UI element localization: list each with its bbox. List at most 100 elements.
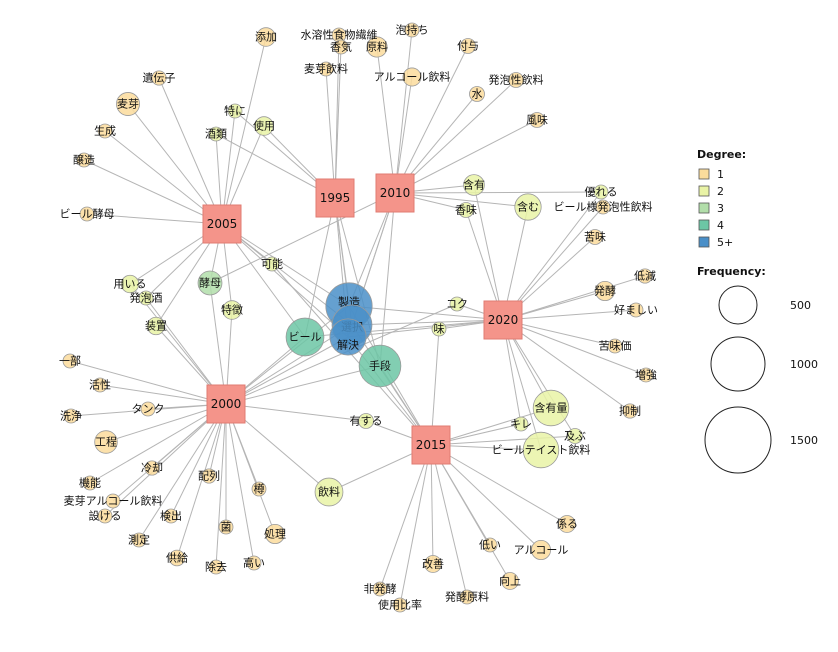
word-node-moukeru[interactable]: 設ける <box>89 509 122 524</box>
year-node-2000[interactable]: 2000 <box>206 384 246 424</box>
word-node-kyoukyuu[interactable]: 供給 <box>166 549 188 567</box>
year-node-2010[interactable]: 2010 <box>375 173 415 213</box>
word-node-mizu[interactable]: 水 <box>469 86 485 102</box>
word-node-hihakkou[interactable]: 非発酵 <box>364 582 397 597</box>
word-node-kakaru[interactable]: 係る <box>556 515 578 533</box>
year-node-2005[interactable]: 2005 <box>202 204 242 244</box>
word-node-mochiiru[interactable]: 用いる <box>114 274 147 294</box>
word-node-alcoholinryou[interactable]: アルコール飲料 <box>374 67 451 87</box>
word-node-tokuni[interactable]: 特に <box>224 104 246 119</box>
word-label: 付与 <box>457 40 479 53</box>
word-node-tokuchou[interactable]: 特徴 <box>221 300 243 320</box>
word-node-suteki[interactable]: 優れる <box>585 184 618 200</box>
word-node-koumi[interactable]: 香味 <box>455 202 477 218</box>
word-node-kanou[interactable]: 可能 <box>261 257 283 272</box>
year-node-2015[interactable]: 2015 <box>411 425 451 465</box>
word-node-koku[interactable]: コク <box>446 296 468 312</box>
word-node-aji[interactable]: 味 <box>431 321 447 337</box>
word-node-ganyuuryou[interactable]: 含有量 <box>532 389 570 427</box>
word-circle <box>256 27 276 47</box>
edge-jouzou-2005 <box>83 159 223 225</box>
word-node-bakugainryou[interactable]: 麦芽飲料 <box>304 62 348 77</box>
word-node-tenka[interactable]: 添加 <box>255 27 277 47</box>
word-node-kire[interactable]: キレ <box>510 416 532 432</box>
word-node-hashu[interactable]: 発泡酒 <box>130 291 163 306</box>
word-node-beertaste[interactable]: ビールテイスト飲料 <box>492 431 591 469</box>
edge-beerkoubo-2005 <box>86 213 223 225</box>
word-node-takai[interactable]: 高い <box>243 556 265 571</box>
year-label: 2015 <box>416 438 447 452</box>
word-node-sakerui[interactable]: 酒類 <box>205 126 227 142</box>
word-circle <box>459 589 475 605</box>
word-node-shori[interactable]: 処理 <box>264 524 286 545</box>
word-circle <box>246 555 262 571</box>
word-node-kin[interactable]: 菌 <box>218 519 234 535</box>
word-node-kaiketsu[interactable]: 解決 <box>329 318 367 356</box>
word-node-shiyouhiritsu[interactable]: 使用比率 <box>378 598 422 613</box>
word-node-alcohol[interactable]: アルコール <box>514 540 569 561</box>
word-node-kaori[interactable]: 香気 <box>330 40 352 55</box>
word-node-bakugaalc[interactable]: 麦芽アルコール飲料 <box>64 494 163 509</box>
word-node-jouzou[interactable]: 醸造 <box>73 153 95 168</box>
word-node-hakkou[interactable]: 発酵 <box>594 280 616 301</box>
word-node-ganyuu[interactable]: 含有 <box>463 174 485 196</box>
word-label: 検出 <box>160 509 182 523</box>
word-node-fuyo[interactable]: 付与 <box>457 38 479 54</box>
word-node-beerkoubo[interactable]: ビール酵母 <box>60 206 115 222</box>
word-node-sokutei[interactable]: 測定 <box>128 533 150 548</box>
word-node-bakuga[interactable]: 麦芽 <box>116 92 140 116</box>
word-node-awamochi[interactable]: 泡持ち <box>396 23 429 38</box>
word-circle <box>264 256 280 272</box>
word-node-reikyaku[interactable]: 冷却 <box>141 460 163 476</box>
word-node-kassei[interactable]: 活性 <box>89 378 111 393</box>
word-node-zoukyou[interactable]: 増強 <box>635 367 657 383</box>
word-node-shiyou[interactable]: 使用 <box>253 116 275 136</box>
word-label: キレ <box>510 418 532 431</box>
word-node-beeryou[interactable]: ビール様発泡性飲料 <box>554 200 653 215</box>
word-node-teigen[interactable]: 低減 <box>634 268 656 284</box>
word-node-oyobu[interactable]: 及ぶ <box>564 428 586 444</box>
word-node-senjou[interactable]: 洗浄 <box>60 409 82 424</box>
word-node-inryou[interactable]: 飲料 <box>314 477 344 507</box>
word-label: 遺伝子 <box>143 71 176 85</box>
word-node-koujou[interactable]: 向上 <box>499 572 521 590</box>
word-node-shudan[interactable]: 手段 <box>358 344 402 388</box>
word-node-nigami[interactable]: 苦味 <box>584 229 606 245</box>
word-node-yokusei[interactable]: 抑制 <box>619 403 641 419</box>
word-node-taru[interactable]: 樽 <box>251 482 267 497</box>
word-node-jokyo[interactable]: 除去 <box>205 560 227 575</box>
word-node-genryou[interactable]: 原料 <box>366 36 388 58</box>
word-node-fuumi[interactable]: 風味 <box>526 112 548 128</box>
word-node-seisei[interactable]: 生成 <box>94 124 116 139</box>
word-node-ichibu[interactable]: 一部 <box>59 354 81 369</box>
word-node-fukumu[interactable]: 含む <box>514 193 542 221</box>
word-node-kaizen[interactable]: 改善 <box>422 555 444 573</box>
word-node-hikui[interactable]: 低い <box>479 537 501 553</box>
word-node-idenshi[interactable]: 遺伝子 <box>143 70 176 86</box>
word-node-beer[interactable]: ビール <box>285 317 325 357</box>
word-node-hashuseiinryou[interactable]: 発泡性飲料 <box>489 72 544 88</box>
edge-moukeru-2000 <box>104 403 227 517</box>
word-node-kenshutsu[interactable]: 検出 <box>160 509 182 524</box>
year-node-2020[interactable]: 2020 <box>483 300 523 340</box>
year-label: 1995 <box>320 191 351 205</box>
word-node-kinou[interactable]: 機能 <box>79 476 101 491</box>
word-label: 測定 <box>128 533 150 547</box>
word-node-koutei[interactable]: 工程 <box>94 430 118 454</box>
edge-ichibu-2000 <box>69 360 227 405</box>
word-node-yousuru[interactable]: 有する <box>350 413 383 429</box>
word-node-suiyousei[interactable]: 水溶性食物繊維 <box>301 28 378 43</box>
word-node-souchi[interactable]: 装置 <box>145 316 167 336</box>
word-label: 含む <box>517 200 539 214</box>
word-node-hairetsu[interactable]: 配列 <box>198 468 220 484</box>
word-node-hakkougenryou[interactable]: 発酵原料 <box>445 590 489 605</box>
word-node-koubo[interactable]: 酵母 <box>197 270 223 296</box>
year-node-1995[interactable]: 1995 <box>315 178 355 218</box>
word-node-tank[interactable]: タンク <box>132 401 165 417</box>
word-node-konomashii[interactable]: 好ましい <box>614 303 658 318</box>
word-node-nigamika[interactable]: 苦味価 <box>599 338 632 354</box>
edge-seizo-2000 <box>225 305 350 405</box>
word-circle <box>146 316 166 336</box>
